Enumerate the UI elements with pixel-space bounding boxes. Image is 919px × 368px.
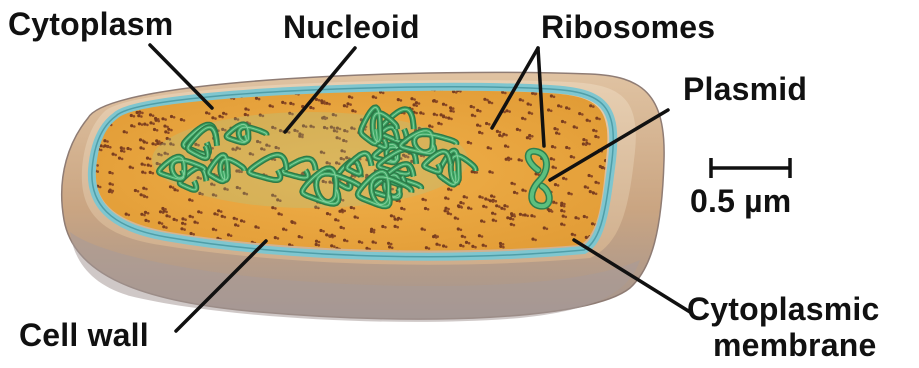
label-ribosomes: Ribosomes (541, 10, 715, 44)
label-cytoplasm: Cytoplasm (8, 7, 173, 41)
scale-bar (711, 158, 790, 178)
label-cell-wall: Cell wall (19, 318, 149, 352)
label-cytoplasmic-membrane-line2: membrane (713, 328, 876, 362)
label-nucleoid: Nucleoid (283, 10, 420, 44)
label-cytoplasmic-membrane-line1: Cytoplasmic (687, 292, 879, 326)
label-scale-bar: 0.5 µm (690, 184, 791, 218)
label-plasmid: Plasmid (683, 72, 807, 106)
